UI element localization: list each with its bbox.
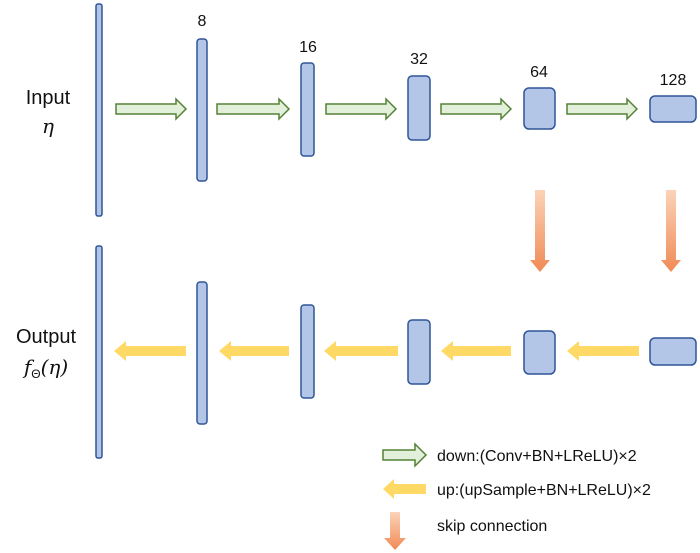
up-arrow	[567, 341, 639, 361]
input-block	[95, 3, 103, 217]
channel-label-64: 64	[530, 64, 548, 81]
decoder-block-64	[523, 330, 556, 375]
legend-skip-arrow-icon	[384, 512, 406, 550]
legend-down-label: down:(Conv+BN+LReLU)×2	[437, 448, 637, 465]
encoder-block-128	[649, 95, 697, 123]
input-symbol: η	[42, 114, 54, 138]
up-arrow	[441, 341, 511, 361]
input-label: Input	[26, 87, 71, 109]
output-symbol-sub: Θ	[31, 367, 40, 381]
skip-arrow	[661, 190, 681, 272]
legend: down:(Conv+BN+LReLU)×2 up:(upSample+BN+L…	[382, 442, 651, 550]
encoder-blocks	[95, 3, 697, 217]
encoder-block-8	[196, 38, 208, 182]
up-arrows	[114, 341, 639, 361]
down-arrow	[566, 97, 639, 121]
skip-arrow	[530, 190, 550, 272]
down-arrows	[115, 97, 639, 121]
legend-up-label: up:(upSample+BN+LReLU)×2	[437, 482, 651, 499]
channel-label-16: 16	[299, 39, 317, 56]
channel-label-128: 128	[660, 72, 687, 89]
decoder-block-128	[649, 337, 697, 366]
down-arrow	[115, 97, 188, 121]
encoder-block-32	[407, 75, 431, 141]
encoder-block-16	[300, 62, 315, 157]
down-arrow	[325, 97, 398, 121]
output-block	[95, 245, 103, 459]
decoder-block-16	[300, 304, 315, 399]
encoder-block-64	[523, 87, 556, 130]
down-arrow	[216, 97, 291, 121]
output-label: Output	[16, 326, 76, 348]
channel-label-32: 32	[410, 51, 428, 68]
legend-up-arrow-icon	[383, 479, 426, 499]
decoder-blocks	[95, 245, 697, 459]
skip-arrows	[530, 190, 681, 272]
decoder-block-8	[196, 281, 208, 425]
up-arrow	[219, 341, 289, 361]
output-symbol-arg: (η)	[41, 355, 69, 379]
legend-down-arrow-icon	[382, 442, 428, 468]
decoder-block-32	[407, 319, 431, 385]
up-arrow	[324, 341, 398, 361]
down-arrow	[440, 97, 513, 121]
channel-label-8: 8	[198, 13, 207, 30]
up-arrow	[114, 341, 186, 361]
legend-skip-label: skip connection	[437, 518, 547, 535]
output-symbol: fΘ(η)	[22, 355, 68, 381]
